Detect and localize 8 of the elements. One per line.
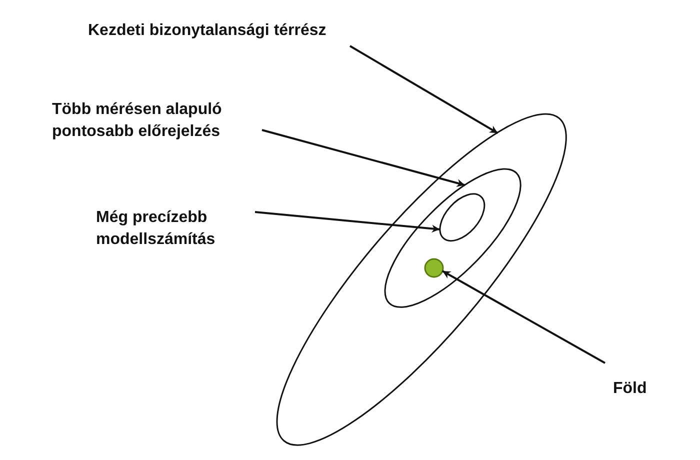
callout-label: Kezdeti bizonytalansági térrész [88,20,408,42]
leader-arrow [442,270,606,364]
leader-arrow [262,129,466,187]
leader-arrow [254,211,440,233]
leader-arrow [350,45,498,134]
callout-label: Több mérésen alapuló pontosabb előrejelzés [52,99,272,143]
callout-label: Még precízebb modellszámítás [96,207,266,251]
callout-label: Föld [613,378,673,400]
